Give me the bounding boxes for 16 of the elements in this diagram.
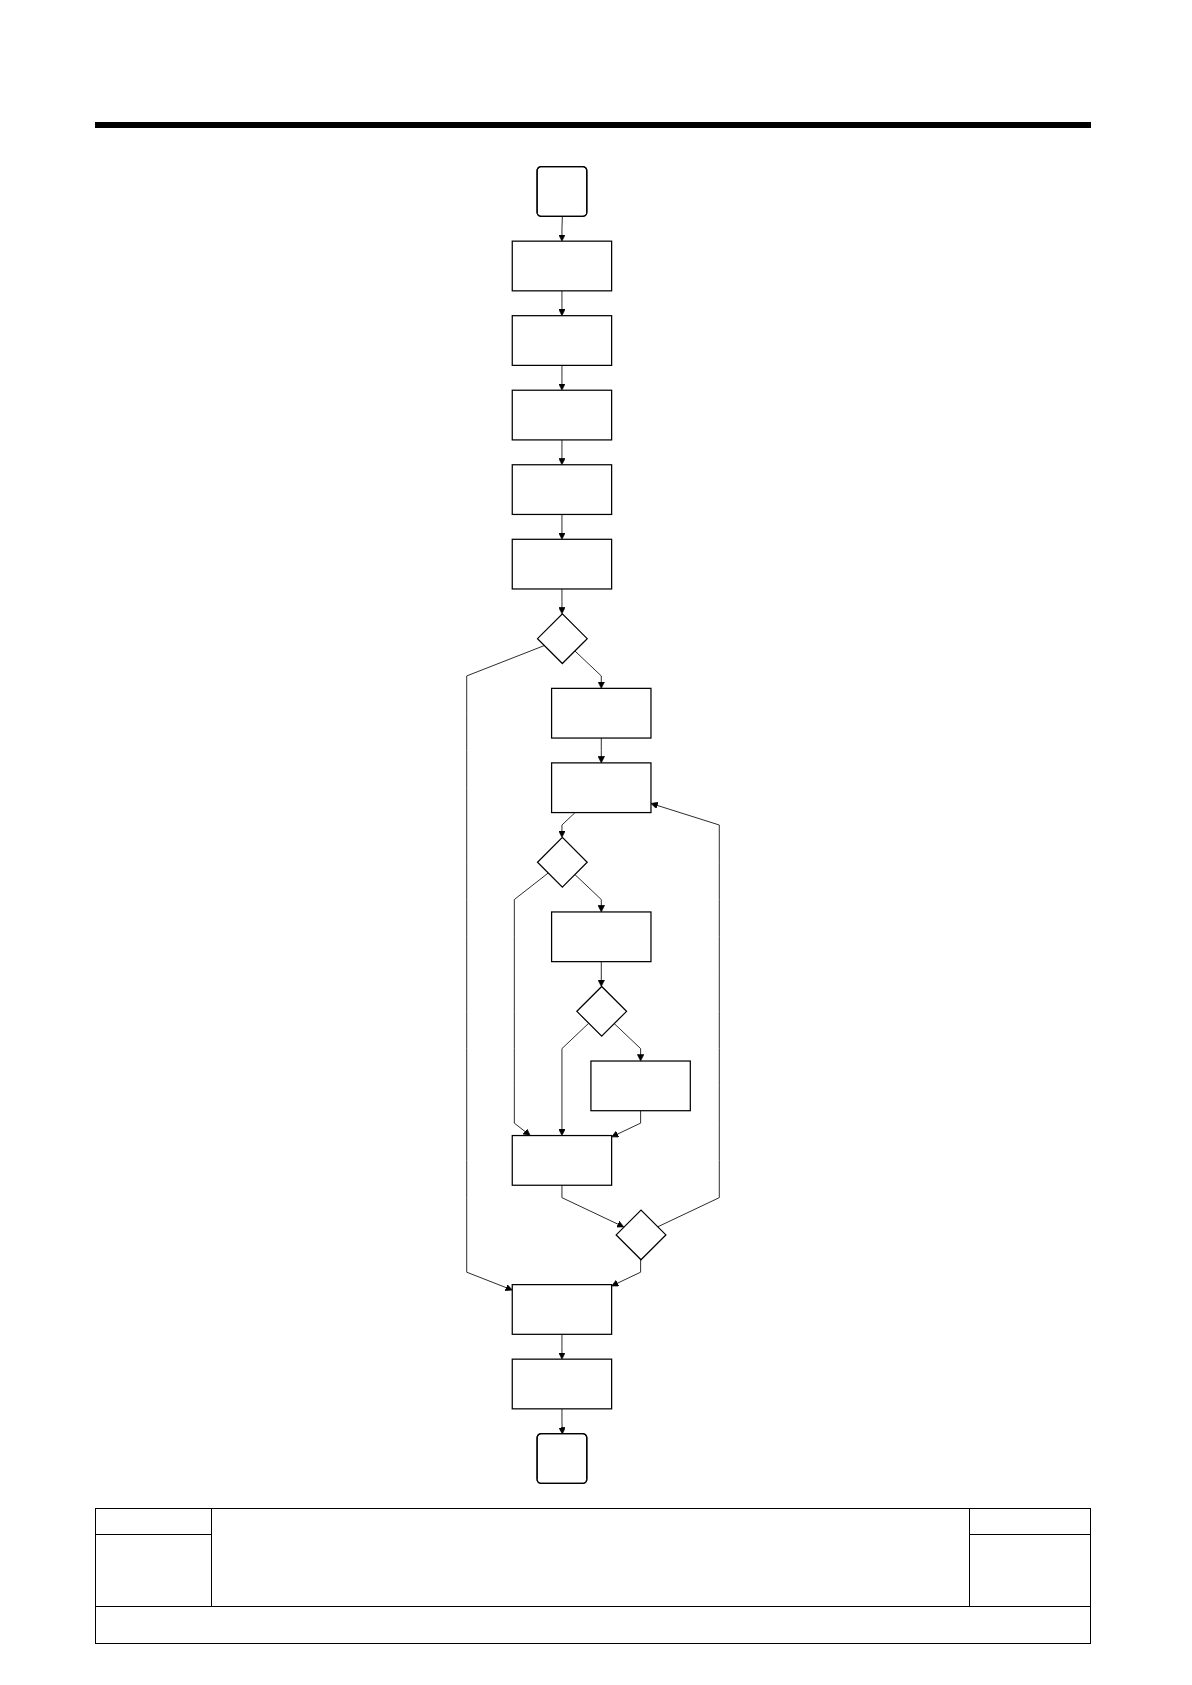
node-box [511,1358,613,1410]
node-box [511,1284,613,1335]
node-box [511,1134,613,1186]
node-box [511,240,613,292]
node-box [550,687,652,739]
node-box [590,1060,691,1112]
node-diamond [536,836,589,888]
node-box [511,389,613,441]
node-box [511,538,613,590]
node-box [511,315,613,366]
node-box [511,464,613,516]
node-diamond [536,612,589,665]
node-box [550,911,652,963]
node-diamond [575,985,628,1038]
node-box [550,762,652,814]
node-diamond [615,1209,667,1261]
